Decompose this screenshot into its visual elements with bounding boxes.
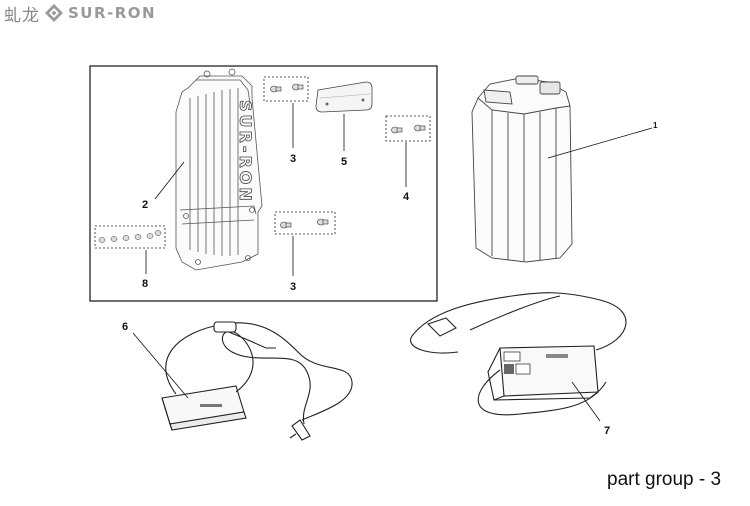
screw-icon — [270, 83, 304, 93]
diamond-logo-icon — [45, 4, 63, 22]
screw-group-small — [94, 225, 166, 249]
brand-name-chinese: 虬龙 — [4, 5, 40, 26]
callout-3-bottom: 3 — [290, 281, 296, 293]
screw-group-right — [385, 115, 431, 142]
cover-plate — [315, 81, 373, 113]
callout-7: 7 — [604, 425, 610, 437]
callout-6: 6 — [122, 321, 128, 333]
battery-housing — [175, 68, 263, 271]
charger-right — [410, 292, 627, 416]
callout-3-top: 3 — [290, 153, 296, 165]
housing-lettering: SUR-RON — [236, 100, 255, 204]
part-group-label: part group - 3 — [607, 469, 722, 490]
screw-group-bottom — [274, 211, 336, 235]
screw-icon — [391, 124, 426, 134]
leader-lines — [132, 103, 653, 422]
battery-pack — [471, 75, 573, 263]
screw-group-top — [263, 76, 309, 102]
callout-5: 5 — [341, 156, 347, 168]
parts-frame — [89, 65, 438, 302]
screw-icon — [280, 218, 329, 229]
callout-8: 8 — [142, 278, 148, 290]
brand-logo: 虬龙 SUR-RON — [4, 2, 157, 26]
callout-4: 4 — [403, 191, 410, 203]
callout-2: 2 — [142, 199, 148, 211]
screw-icon — [98, 230, 162, 243]
charger-left — [161, 321, 353, 441]
brand-name-english: SUR-RON — [68, 4, 157, 22]
callout-1: 1 — [653, 121, 658, 130]
